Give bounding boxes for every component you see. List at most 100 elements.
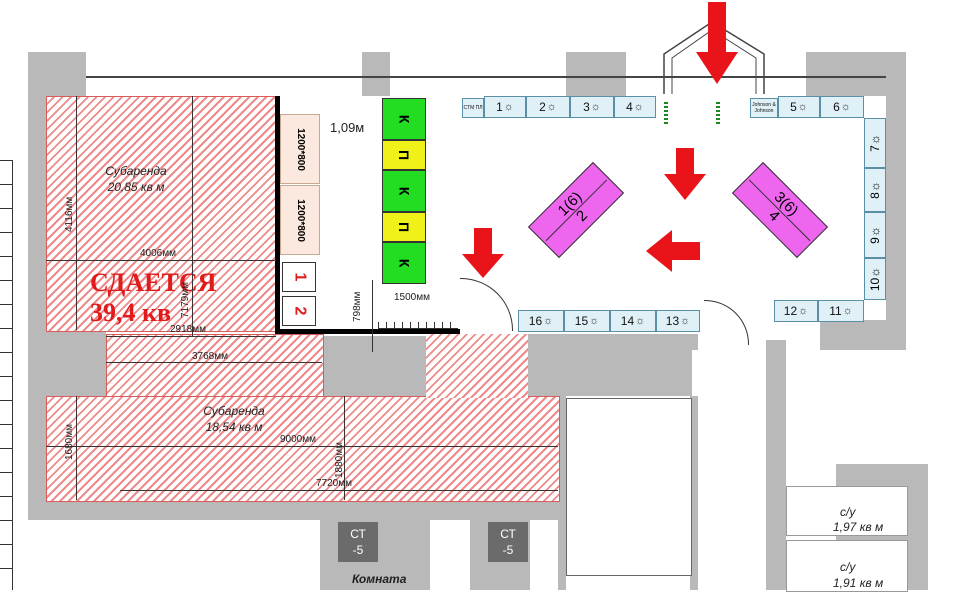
green-marker-2 [716,102,720,126]
dim-798: 798мм [352,291,363,322]
dim-line-1880 [344,396,345,500]
dim-2918: 2918мм [170,324,206,335]
wall-top-window-1 [362,52,390,96]
dim-4006: 4006мм [140,248,176,259]
shaft-interior [566,398,692,576]
sun-icon: ☼ [633,101,644,113]
sun-icon: ☼ [589,315,600,327]
wall-shaft-left [558,396,566,590]
sublease-top-area-label: 20,85 кв м [107,180,165,194]
sun-icon: ☼ [590,101,601,113]
table-2: 1200*800 [280,185,320,255]
for-rent-line1: СДАЕТСЯ [90,268,217,297]
dim-line-7179 [192,96,193,336]
wall-top-right [806,52,886,96]
sun-icon: ☼ [798,305,809,317]
slot-4: 4☼ [614,96,656,118]
sublease-top-area [46,96,278,332]
sun-icon: ☼ [543,315,554,327]
wall-bottom [28,500,558,520]
arrow-left-center [646,230,700,272]
sun-icon: ☼ [635,315,646,327]
wall-right-lower [820,320,906,350]
wall-corridor-right [690,350,768,590]
stand-1: 1(6) 2 [527,161,625,259]
column-ct-1-line2: -5 [352,543,364,557]
slot-1: 1☼ [484,96,526,118]
room-partial-label: Комната [352,572,407,586]
table-1-label: 1200*800 [294,127,306,171]
partition-horizontal [275,329,460,334]
room-outline [86,76,886,78]
sun-icon: ☼ [840,101,851,113]
table-2-label: 1200*800 [294,198,306,242]
sun-icon: ☼ [546,101,557,113]
small-label-johnson: Johnson & Johnson [750,98,778,118]
slot-10: 10☼ [864,258,886,300]
wc-room-1 [786,486,908,536]
wall-column-left [46,330,106,396]
slot-6: 6☼ [820,96,864,118]
wc2-title: с/у [840,560,856,574]
sublease-bottom-title: Субаренда [203,404,265,418]
dim-line-4116 [76,96,77,330]
wall-shaft-right [690,396,698,590]
dim-1500: 1500мм [394,292,430,303]
dim-line-4006 [46,260,276,261]
wc-room-2 [786,540,908,592]
wall-top-left [28,52,86,96]
column-ct-1-line1: СТ [350,527,366,541]
column-ct-2-line1: СТ [500,527,516,541]
slot-15: 15☼ [564,310,610,332]
sublease-bottom-area-label: 18,54 кв м [205,420,263,434]
kp-cell-4: П [382,212,426,242]
slot-13: 13☼ [656,310,700,332]
sublease-bottom-extension [426,334,528,398]
kp-cell-2: П [382,140,426,170]
numbered-box-2-label: 2 [291,306,308,316]
slot-9: 9☼ [864,212,886,258]
slot-12: 12☼ [774,300,818,322]
dim-9000: 9000мм [280,434,316,445]
arrow-down-door [462,228,504,278]
numbered-box-1-label: 1 [291,272,308,282]
slot-11: 11☼ [818,300,864,322]
wc2-area: 1,91 кв м [833,576,884,590]
dim-line-7720 [120,490,558,491]
sublease-top-title: Субаренда [105,164,167,178]
column-ct-1: СТ -5 [338,522,378,562]
wc1-title: с/у [840,505,856,519]
door-arc-1 [460,278,513,331]
dim-7720: 7720мм [316,478,352,489]
wall-column-mid [322,336,426,396]
dim-line-2918 [106,336,276,337]
kp-cell-5: К [382,242,426,284]
slot-3: 3☼ [570,96,614,118]
sublease-bottom-area [46,396,560,502]
slot-5: 5☼ [778,96,820,118]
column-ct-2: СТ -5 [488,522,528,562]
dim-line-798 [372,280,373,352]
arrow-down-center [664,148,706,200]
column-ct-2-line2: -5 [502,543,514,557]
slot-2: 2☼ [526,96,570,118]
sun-icon: ☼ [797,101,808,113]
stand-2: 3(6) 4 [731,161,829,259]
numbered-box-1: 1 [282,262,316,292]
dim-109: 1,09м [330,120,365,135]
slot-14: 14☼ [610,310,656,332]
sun-icon: ☼ [842,305,853,317]
green-marker-1 [664,102,668,126]
for-rent-line2: 39,4 кв [90,298,172,327]
dim-4116: 4116мм [64,196,75,232]
kp-cell-1: К [382,98,426,140]
dim-1880: 1880мм [334,442,345,478]
slot-16: 16☼ [518,310,564,332]
wall-right [886,52,906,342]
left-ruler [0,160,13,590]
dim-line-9000 [46,446,558,447]
numbered-box-2: 2 [282,296,316,326]
wall-right-block [528,334,698,396]
partition-vertical [275,96,280,334]
wall-top-window-2 [566,52,626,96]
